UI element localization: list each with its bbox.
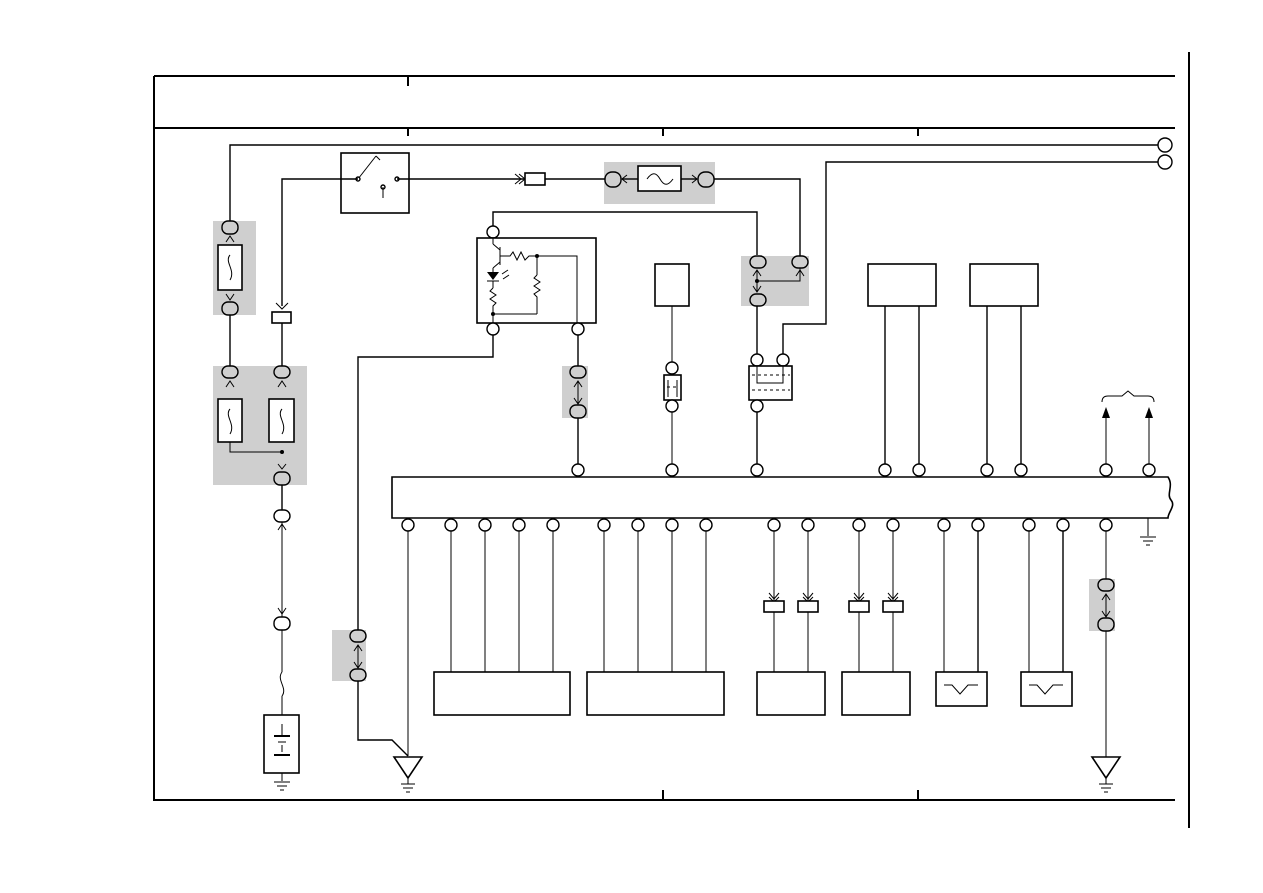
upper-modules	[867, 263, 1039, 464]
edge-terminal-1	[1157, 137, 1173, 153]
ecu-module	[391, 463, 1174, 546]
ignition-switch	[271, 152, 410, 324]
edge-terminal-2	[1157, 154, 1173, 170]
fusible-link-left	[217, 220, 295, 523]
relay-connector	[748, 255, 809, 464]
top-feed-wires	[229, 137, 1173, 354]
sensor-module	[357, 211, 758, 630]
lower-module-4	[841, 671, 911, 716]
lower-sensor-2	[1020, 671, 1073, 707]
connector-highlight-blocks	[213, 162, 1115, 681]
battery	[263, 522, 300, 791]
lower-module-1	[433, 671, 571, 716]
lower-module-2	[586, 671, 725, 716]
diagram-frame	[153, 52, 1190, 828]
signal-bracket	[1101, 390, 1155, 464]
lower-module-3	[756, 671, 826, 716]
small-component	[654, 263, 690, 464]
inline-fuse-connector	[524, 172, 546, 186]
lower-sensor-1	[935, 671, 988, 707]
lower-harness	[349, 531, 1122, 793]
switch-output-wire	[397, 165, 801, 257]
connector-terminal	[271, 311, 292, 324]
